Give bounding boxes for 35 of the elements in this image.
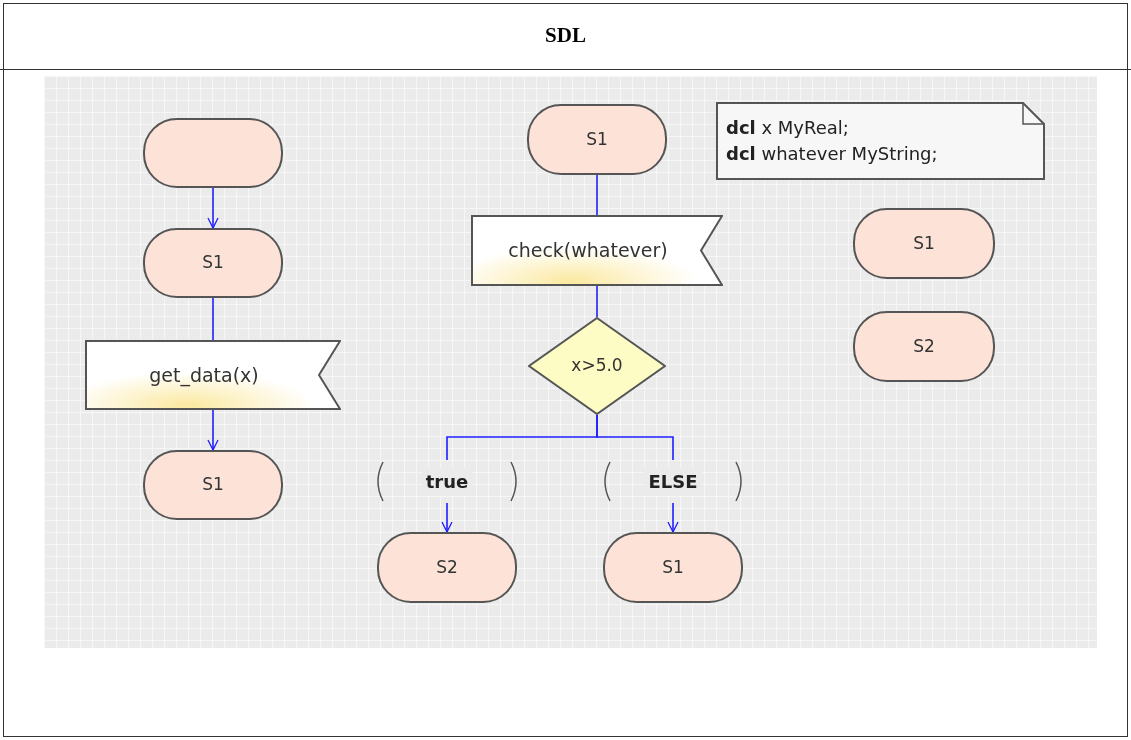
answer-label: ELSE xyxy=(644,468,702,495)
state-box xyxy=(143,450,283,520)
note-shape xyxy=(716,102,1045,180)
state-box xyxy=(603,532,743,603)
state-label: S1 xyxy=(913,231,935,255)
state-box xyxy=(143,118,283,188)
connector xyxy=(441,502,453,533)
connector xyxy=(207,409,219,451)
connector xyxy=(596,285,598,318)
signal-label: check(whatever) xyxy=(508,238,668,264)
state-label: S1 xyxy=(586,127,608,151)
title: SDL xyxy=(545,22,586,50)
connector xyxy=(596,414,674,461)
declaration-text: dcl whatever MyString; xyxy=(726,142,939,166)
state-label: S1 xyxy=(202,473,224,497)
state-label: S1 xyxy=(662,555,684,579)
connector xyxy=(667,502,679,533)
state-box xyxy=(853,311,995,382)
state-label: S2 xyxy=(913,334,935,358)
decision-label: x>5.0 xyxy=(571,354,623,378)
connector xyxy=(596,174,598,216)
state-box xyxy=(527,104,667,175)
answer-label: true xyxy=(421,468,473,495)
connector xyxy=(212,297,214,341)
signal-label: get_data(x) xyxy=(149,362,259,389)
declaration-text: dcl x MyReal; xyxy=(726,116,850,140)
state-box xyxy=(143,228,283,298)
input-signal-shape xyxy=(471,215,723,286)
input-signal-shape xyxy=(85,340,341,410)
state-box xyxy=(377,532,517,603)
connector xyxy=(207,187,219,229)
state-label: S1 xyxy=(202,251,224,275)
state-box xyxy=(853,208,995,279)
decision-diamond xyxy=(528,317,666,415)
state-label: S2 xyxy=(436,555,458,579)
